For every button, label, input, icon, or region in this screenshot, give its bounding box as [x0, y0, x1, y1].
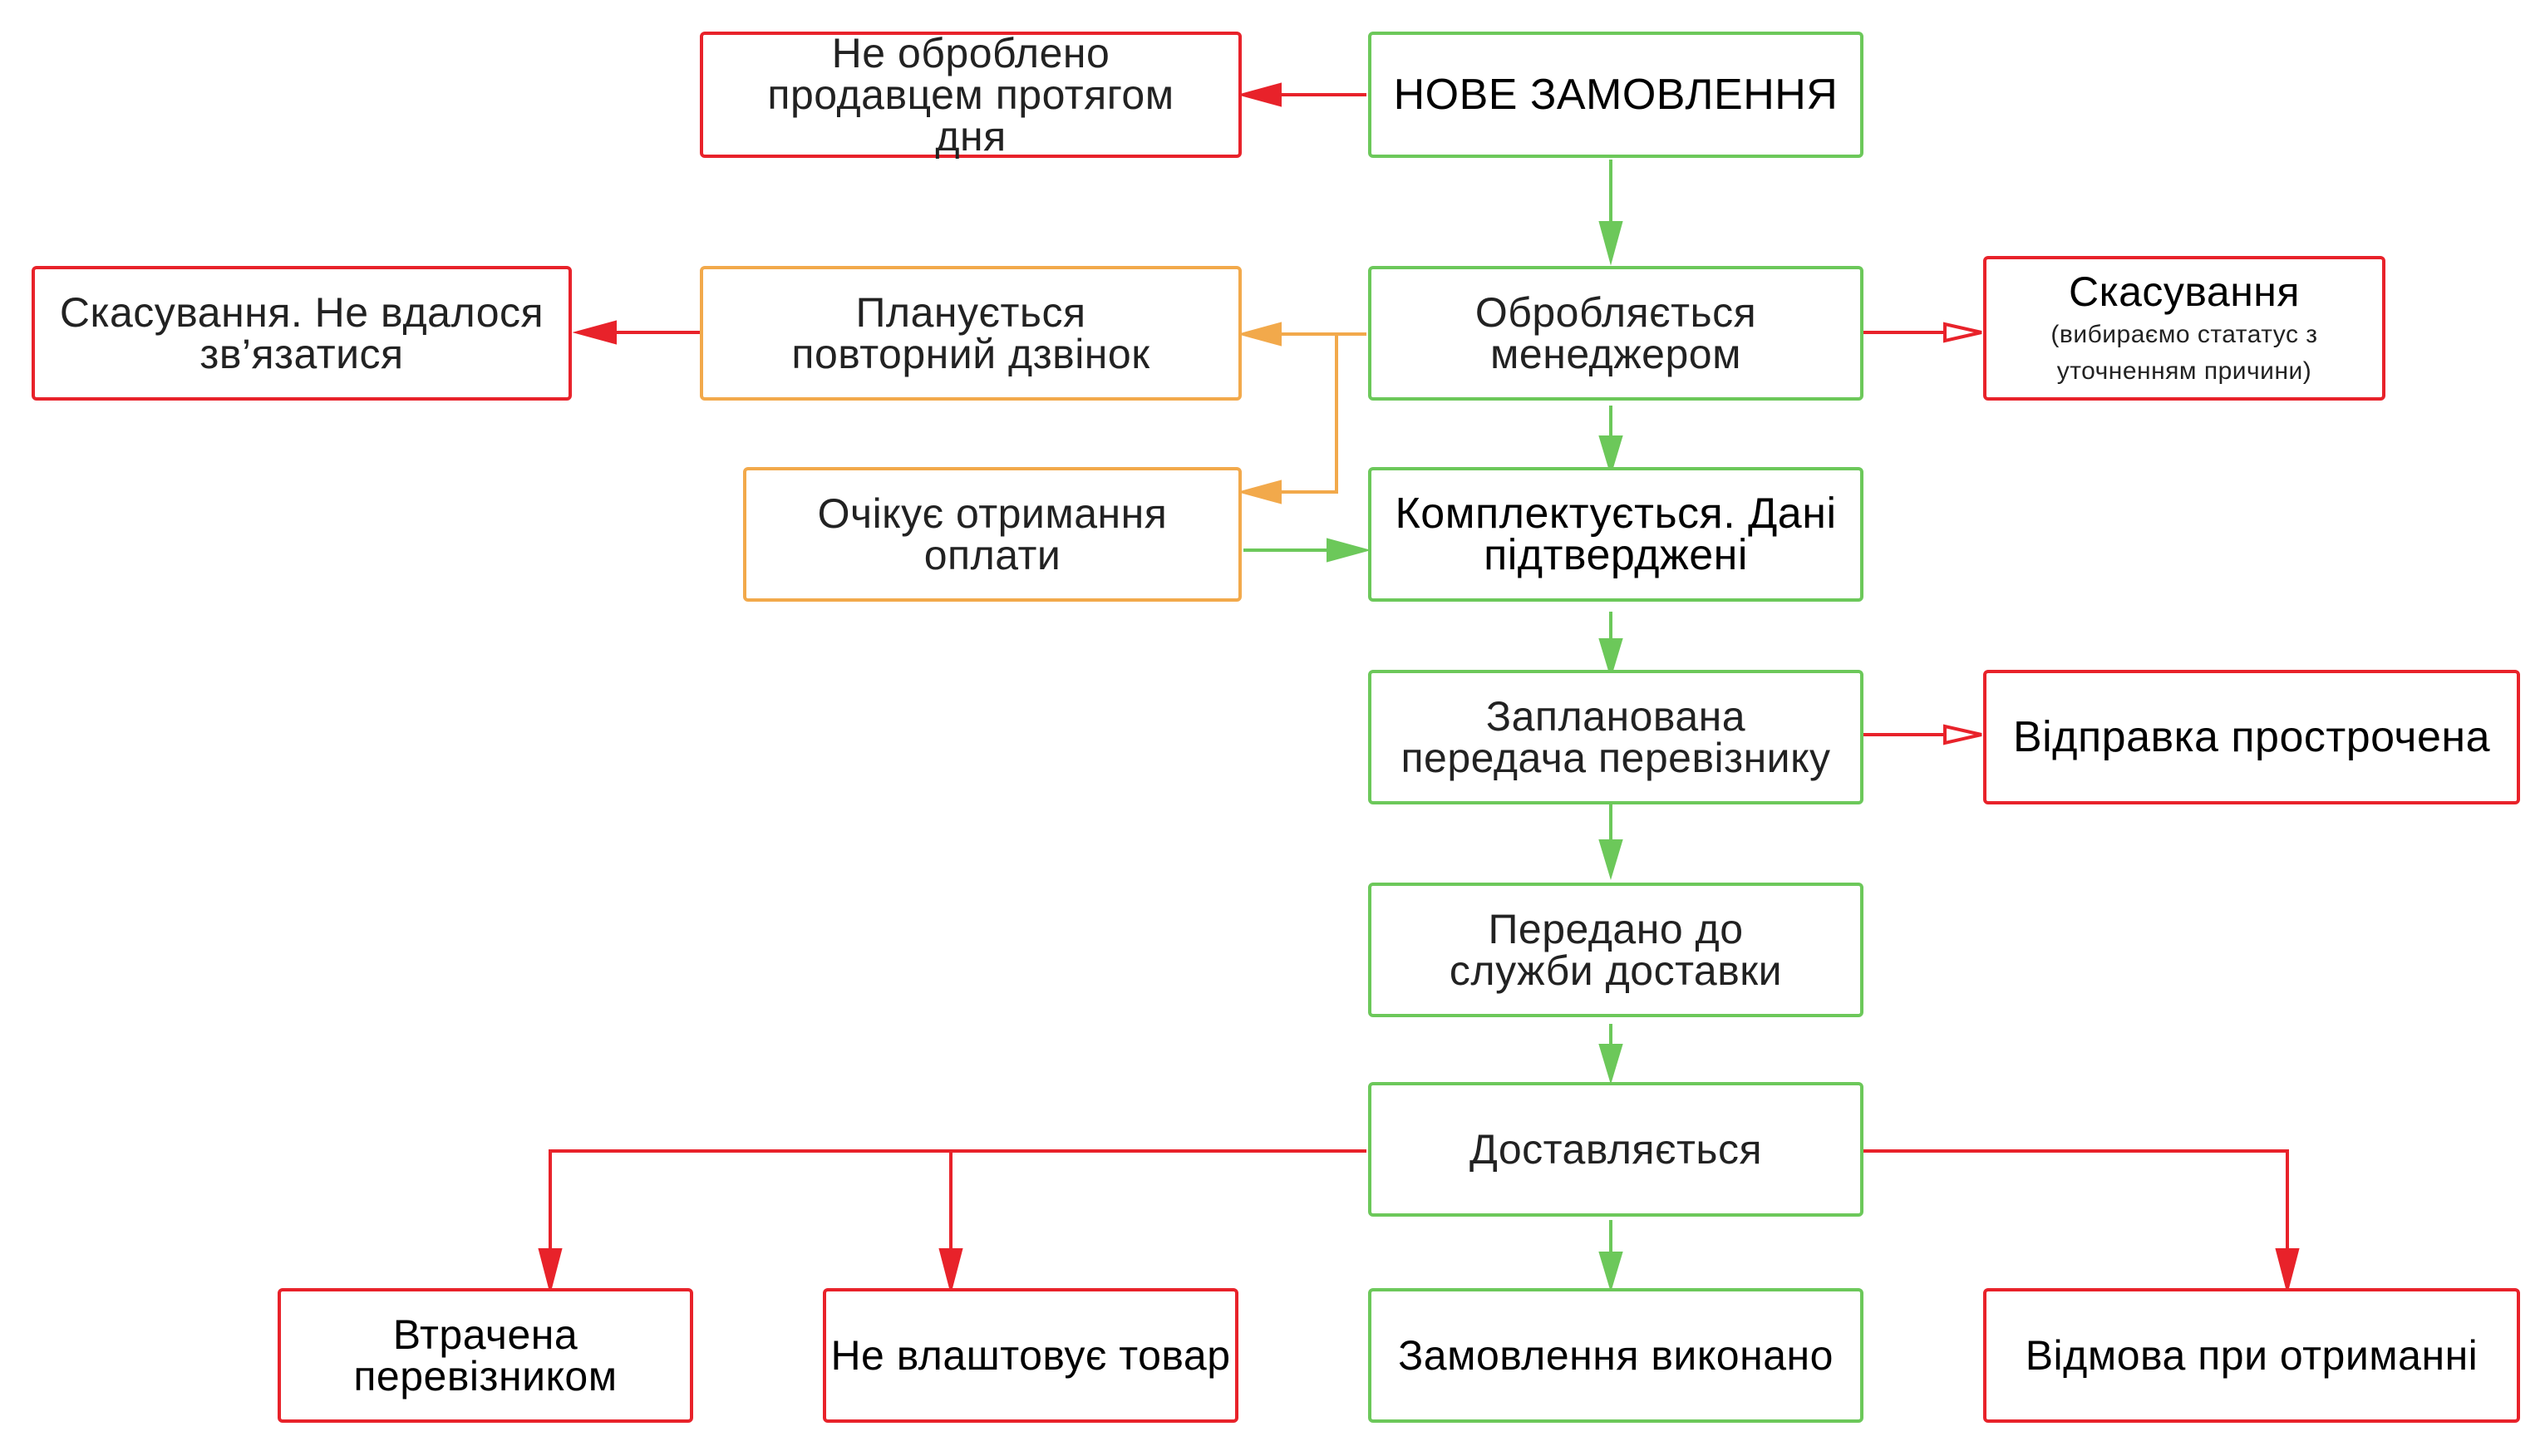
- node-lost: Втрачена перевізником: [278, 1288, 693, 1423]
- node-cancel: Скасування (вибираємо стататус з уточнен…: [1983, 256, 2385, 401]
- node-not-suitable: Не влаштовує товар: [823, 1288, 1238, 1423]
- node-planned-transfer: Запланована передача перевізнику: [1368, 670, 1863, 804]
- node-transferred: Передано до служби доставки: [1368, 883, 1863, 1017]
- node-delivering-label: Доставляється: [1469, 1126, 1763, 1173]
- node-delivering: Доставляється: [1368, 1082, 1863, 1217]
- node-assembling: Комплектується. Дані підтверджені: [1368, 467, 1863, 602]
- node-processing-label: Обробляється менеджером: [1474, 289, 1757, 377]
- node-not-processed-label: Не оброблено продавцем протягом дня: [767, 30, 1174, 160]
- node-processing: Обробляється менеджером: [1368, 266, 1863, 401]
- red-hollow-arrows: [1862, 322, 1982, 745]
- node-new-order-label: НОВЕ ЗАМОВЛЕННЯ: [1393, 71, 1839, 119]
- node-completed-label: Замовлення виконано: [1398, 1332, 1834, 1379]
- node-new-order: НОВЕ ЗАМОВЛЕННЯ: [1368, 32, 1863, 158]
- node-refused-label: Відмова при отриманні: [2025, 1332, 2479, 1379]
- node-not-processed: Не оброблено продавцем протягом дня: [700, 32, 1242, 158]
- green-flow-arrows: [1243, 160, 1623, 1292]
- node-lost-label: Втрачена перевізником: [353, 1311, 618, 1399]
- node-cancel-no-contact: Скасування. Не вдалося зв’язатися: [32, 266, 572, 401]
- node-cancel-title: Скасування: [2069, 268, 2300, 315]
- node-transferred-label: Передано до служби доставки: [1449, 906, 1783, 994]
- node-awaiting-payment: Очікує отримання оплати: [743, 467, 1242, 602]
- node-awaiting-payment-label: Очікує отримання оплати: [817, 490, 1168, 578]
- node-cancel-subtitle: (вибираємо стататус з уточненням причини…: [2050, 321, 2318, 385]
- node-cancel-no-contact-label: Скасування. Не вдалося зв’язатися: [59, 289, 544, 377]
- red-flow-arrows: [538, 82, 2300, 1295]
- node-shipping-overdue: Відправка прострочена: [1983, 670, 2520, 804]
- node-refused: Відмова при отриманні: [1983, 1288, 2520, 1423]
- node-assembling-label: Комплектується. Дані підтверджені: [1395, 489, 1837, 579]
- node-callback-label: Планується повторний дзвінок: [791, 289, 1150, 377]
- node-not-suitable-label: Не влаштовує товар: [830, 1332, 1231, 1379]
- node-callback: Планується повторний дзвінок: [700, 266, 1242, 401]
- node-completed: Замовлення виконано: [1368, 1288, 1863, 1423]
- orange-flow-arrows: [1237, 322, 1366, 504]
- node-shipping-overdue-label: Відправка прострочена: [2012, 713, 2491, 761]
- node-planned-transfer-label: Запланована передача перевізнику: [1400, 693, 1831, 781]
